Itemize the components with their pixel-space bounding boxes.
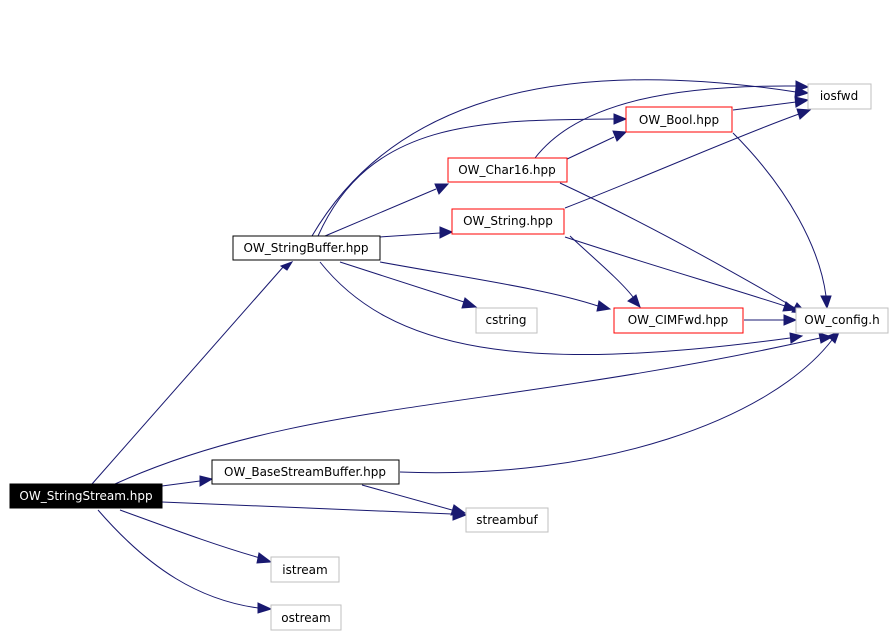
edge-stringstream-to-basestreambuffer [161, 480, 201, 487]
edge-stringbuffer-to-iosfwd [311, 79, 797, 237]
edge-string-to-config [564, 236, 786, 307]
edge-stringbuffer-to-config [319, 261, 791, 356]
edge-string-to-iosfwd [564, 113, 800, 209]
node-label: OW_Char16.hpp [458, 163, 556, 177]
arrow-cimfwd-from-stringbuffer [596, 300, 612, 312]
node-stringstream[interactable]: OW_StringStream.hpp [9, 483, 163, 509]
arrow-config-from-stringstream [818, 332, 834, 344]
arrow-bool-from-char16 [612, 130, 628, 142]
node-char16[interactable]: OW_Char16.hpp [447, 157, 568, 183]
edge-stringstream-to-istream [119, 509, 261, 559]
node-label: OW_BaseStreamBuffer.hpp [224, 465, 386, 479]
edge-char16-to-bool [564, 136, 615, 161]
arrow-config-from-bool [820, 295, 832, 310]
node-label: OW_config.h [804, 313, 879, 327]
arrow-config-from-stringbuffer [789, 332, 804, 344]
arrow-config-from-basestreambuffer [827, 331, 840, 344]
edge-basestreambuffer-to-streambuf [361, 484, 453, 511]
arrow-istream [256, 552, 273, 564]
arrow-cstring [461, 297, 478, 309]
arrow-iosfwd-from-char16 [795, 80, 810, 92]
node-stringbuffer[interactable]: OW_StringBuffer.hpp [232, 235, 381, 261]
edge-stringbuffer-to-cimfwd [379, 261, 599, 307]
arrow-ostream [257, 602, 273, 614]
arrow-stringbuffer [279, 261, 294, 271]
node-string[interactable]: OW_String.hpp [451, 208, 565, 235]
node-cstring[interactable]: cstring [475, 307, 538, 334]
arrow-bool [613, 113, 628, 125]
arrow-string [439, 226, 454, 239]
node-cimfwd[interactable]: OW_CIMFwd.hpp [613, 307, 744, 334]
node-label: OW_String.hpp [463, 214, 553, 228]
edge-stringbuffer-to-bool [317, 118, 615, 237]
arrowheads [199, 80, 840, 614]
arrow-cimfwd-from-string [627, 294, 641, 308]
node-label: istream [282, 563, 327, 577]
edge-stringstream-to-config [114, 337, 821, 485]
arrow-streambuf-from-basestreambuffer [450, 504, 467, 516]
edge-stringstream-to-ostream [97, 509, 259, 609]
node-bool[interactable]: OW_Bool.hpp [625, 106, 733, 133]
node-basestreambuffer[interactable]: OW_BaseStreamBuffer.hpp [211, 459, 400, 485]
arrow-iosfwd-from-string [796, 108, 812, 120]
node-streambuf[interactable]: streambuf [465, 507, 549, 533]
edges [91, 79, 833, 609]
node-label: cstring [485, 313, 526, 327]
node-config[interactable]: OW_config.h [795, 307, 889, 334]
node-ostream[interactable]: ostream [270, 604, 342, 631]
edge-bool-to-config [732, 132, 827, 297]
node-label: iosfwd [820, 89, 858, 103]
edge-stringstream-to-streambuf [161, 501, 453, 515]
edge-string-to-cimfwd [569, 235, 634, 298]
node-label: ostream [281, 611, 330, 625]
arrow-config-from-string [782, 301, 798, 312]
edge-char16-to-iosfwd [534, 85, 797, 159]
node-label: streambuf [476, 513, 538, 527]
edge-basestreambuffer-to-config [399, 339, 833, 474]
node-iosfwd[interactable]: iosfwd [807, 83, 872, 110]
node-label: OW_StringStream.hpp [19, 489, 152, 503]
edge-bool-to-iosfwd [732, 101, 797, 111]
node-label: OW_Bool.hpp [639, 113, 719, 127]
edge-stringbuffer-to-char16 [324, 188, 437, 237]
node-istream[interactable]: istream [270, 556, 340, 583]
edge-char16-to-config [559, 182, 796, 309]
arrow-config-from-cimfwd [783, 314, 798, 326]
node-label: OW_StringBuffer.hpp [243, 241, 368, 255]
arrow-basestreambuffer [199, 475, 214, 487]
arrow-char16 [434, 183, 450, 195]
edge-stringstream-to-stringbuffer [91, 265, 285, 485]
node-label: OW_CIMFwd.hpp [628, 313, 729, 327]
arrow-iosfwd-from-bool [794, 96, 810, 108]
edge-stringbuffer-to-string [379, 232, 441, 238]
edge-stringbuffer-to-cstring [339, 261, 465, 303]
